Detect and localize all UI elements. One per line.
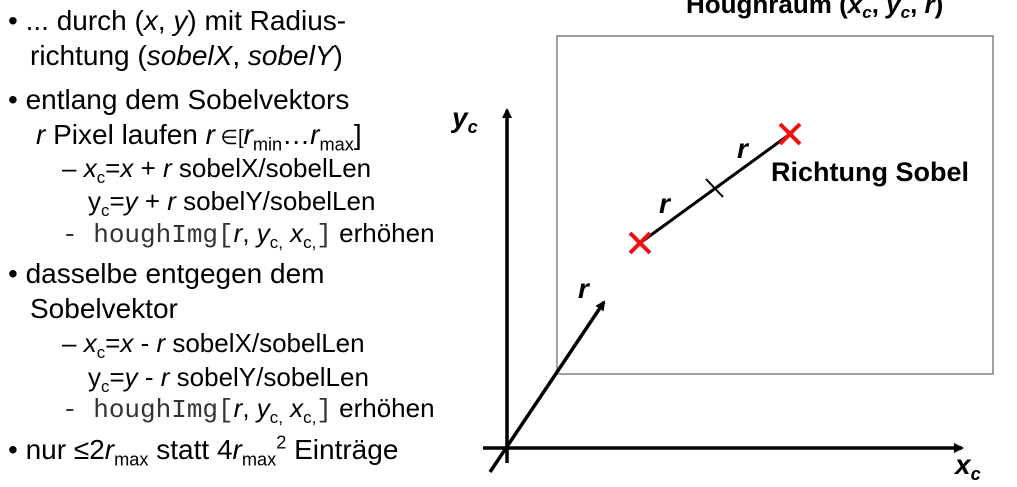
bullet-1-line-2: richtung (sobelX, sobelY): [30, 40, 343, 71]
formula-xc-plus: – xc=x + r sobelX/sobelLen: [62, 153, 372, 188]
center-tick: [705, 178, 724, 198]
formula-hough-minus: - houghImg[r, yc, xc,] erhöhen: [62, 393, 435, 428]
r-label-lower: r: [659, 188, 672, 219]
y-axis-label: yc: [450, 102, 478, 137]
bullet-2-line-1: • entlang dem Sobelvektors: [8, 84, 350, 115]
r-axis: [488, 300, 606, 473]
bullet-2-line-2: r Pixel laufen r ∈[rmin…rmax]: [36, 119, 362, 155]
hough-space-title: Houghraum (xc, yc, r): [686, 0, 943, 22]
formula-xc-minus: – xc=x - r sobelX/sobelLen: [62, 328, 365, 363]
formula-hough-plus: - houghImg[r, yc, xc,] erhöhen: [62, 218, 435, 253]
candidate-marker-lower: [628, 231, 652, 255]
formula-yc-minus: yc=y - r sobelY/sobelLen: [88, 362, 369, 397]
r-label-upper: r: [737, 133, 750, 164]
candidate-marker-upper: [778, 122, 802, 146]
formula-yc-plus: yc=y + r sobelY/sobelLen: [88, 186, 376, 221]
hough-space-box: [556, 35, 994, 375]
bullet-3-line-1: • dasselbe entgegen dem: [8, 258, 325, 289]
bullet-1-line-1: • ... durch (x, y) mit Radius-: [8, 5, 347, 36]
bullet-4: • nur ≤2rmax statt 4rmax2 Einträge: [8, 432, 399, 470]
bullet-3-line-2: Sobelvektor: [30, 293, 178, 324]
r-axis-label: r: [578, 273, 591, 304]
richtung-sobel-label: Richtung Sobel: [771, 157, 969, 187]
x-axis-label: xc: [953, 449, 981, 484]
